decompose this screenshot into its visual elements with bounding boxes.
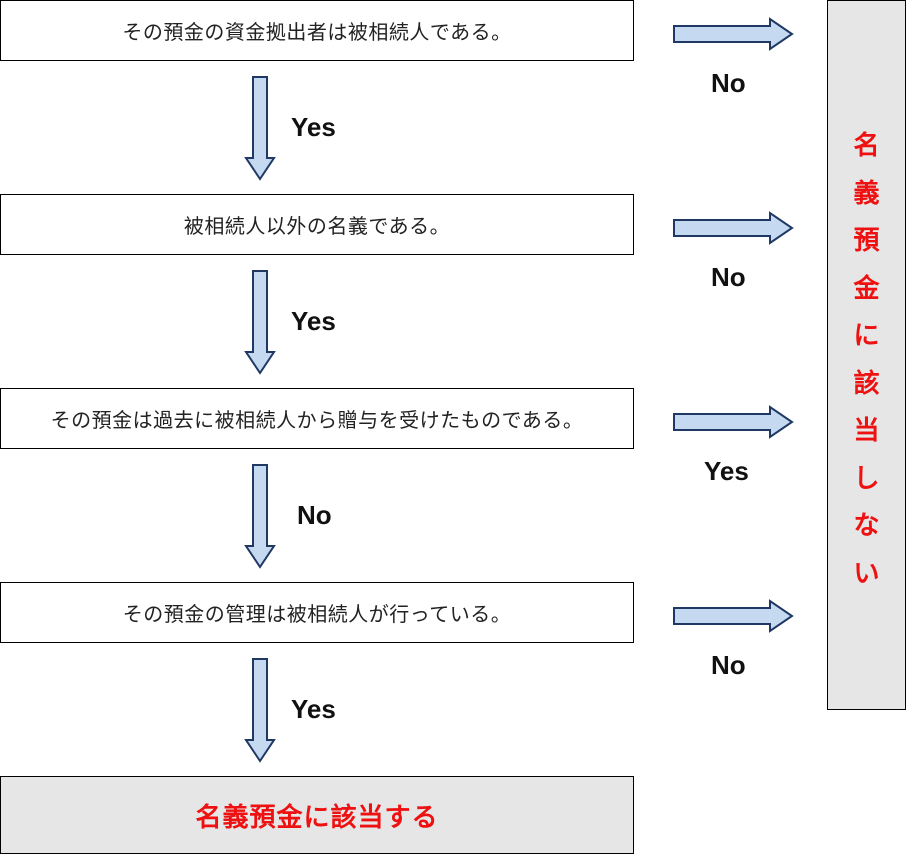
result-no-char: 名: [853, 131, 880, 161]
down-arrow-4: [244, 658, 276, 763]
right-arrow-1: [673, 17, 794, 51]
right-arrow-3: [673, 405, 794, 439]
right-label-3: Yes: [704, 456, 749, 486]
down-label-4: Yes: [291, 694, 336, 724]
result-no-char: な: [853, 511, 880, 541]
right-arrow-2: [673, 211, 794, 245]
result-box-yes: 名義預金に該当する: [0, 776, 634, 854]
result-no-char: 金: [853, 273, 880, 304]
result-text-yes: 名義預金に該当する: [195, 802, 439, 833]
result-no-char: 該: [853, 368, 880, 399]
question-box-4: その預金の管理は被相続人が行っている。: [0, 582, 634, 643]
question-text-4: その預金の管理は被相続人が行っている。: [122, 602, 512, 626]
right-label-4: No: [711, 650, 746, 680]
result-no-char: し: [853, 463, 880, 494]
question-text-3: その預金は過去に被相続人から贈与を受けたものである。: [50, 408, 584, 432]
result-no-char: 義: [853, 178, 880, 209]
right-label-1: No: [711, 68, 746, 98]
question-box-1: その預金の資金拠出者は被相続人である。: [0, 0, 634, 61]
result-no-char: に: [853, 321, 880, 351]
down-arrow-1: [244, 76, 276, 181]
question-text-1: その預金の資金拠出者は被相続人である。: [122, 20, 512, 44]
right-arrow-4: [673, 599, 794, 633]
down-label-3: No: [297, 500, 332, 530]
result-no-char: い: [853, 558, 880, 589]
question-box-2: 被相続人以外の名義である。: [0, 194, 634, 255]
result-no-char: 当: [853, 416, 880, 446]
result-box-no: 名義預金に該当しない: [827, 0, 906, 710]
result-no-char: 預: [853, 226, 880, 256]
question-text-2: 被相続人以外の名義である。: [183, 214, 451, 238]
down-label-1: Yes: [291, 112, 336, 142]
down-arrow-3: [244, 464, 276, 569]
right-label-2: No: [711, 262, 746, 292]
down-label-2: Yes: [291, 306, 336, 336]
down-arrow-2: [244, 270, 276, 375]
question-box-3: その預金は過去に被相続人から贈与を受けたものである。: [0, 388, 634, 449]
